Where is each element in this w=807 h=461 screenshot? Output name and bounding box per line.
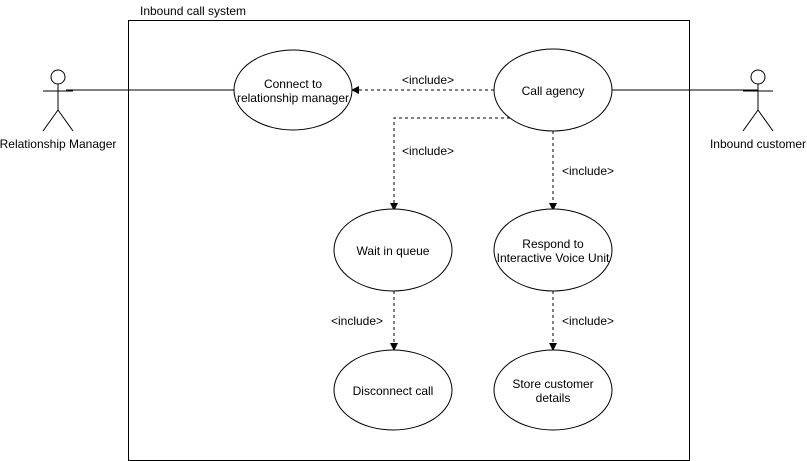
- use-case-respond[interactable]: Respond to Interactive Voice Unit: [493, 208, 613, 292]
- use-case-store-line1: Store customer: [512, 377, 593, 391]
- use-case-disconnect-label: Disconnect call: [353, 384, 434, 398]
- use-case-wait[interactable]: Wait in queue: [333, 208, 453, 292]
- include-label-connect: <include>: [402, 73, 454, 87]
- use-case-call-agency-label: Call agency: [522, 84, 585, 98]
- use-case-connect[interactable]: Connect to relationship manager: [233, 49, 353, 131]
- include-wait-arrow: [390, 117, 510, 211]
- use-case-call-agency[interactable]: Call agency: [493, 48, 613, 132]
- system-title: Inbound call system: [140, 4, 246, 18]
- include-label-respond: <include>: [562, 164, 614, 178]
- actor-inbound-customer[interactable]: Inbound customer: [710, 69, 806, 151]
- actor-relationship-manager-label: Relationship Manager: [0, 137, 116, 151]
- use-case-store[interactable]: Store customer details: [493, 349, 613, 431]
- actor-inbound-customer-label: Inbound customer: [710, 137, 806, 151]
- use-case-disconnect[interactable]: Disconnect call: [333, 349, 453, 431]
- use-case-respond-line2: Interactive Voice Unit: [497, 251, 610, 265]
- stick-figure-icon: [742, 69, 774, 132]
- use-case-respond-line1: Respond to: [522, 237, 584, 251]
- include-label-wait: <include>: [402, 144, 454, 158]
- use-case-connect-line2: relationship manager: [237, 91, 349, 105]
- actor-relationship-manager[interactable]: Relationship Manager: [0, 69, 116, 151]
- use-case-store-line2: details: [536, 391, 571, 405]
- include-label-disconnect: <include>: [331, 314, 383, 328]
- use-case-connect-line1: Connect to: [264, 77, 322, 91]
- stick-figure-icon: [42, 69, 74, 132]
- use-case-wait-label: Wait in queue: [357, 244, 430, 258]
- include-label-store: <include>: [562, 314, 614, 328]
